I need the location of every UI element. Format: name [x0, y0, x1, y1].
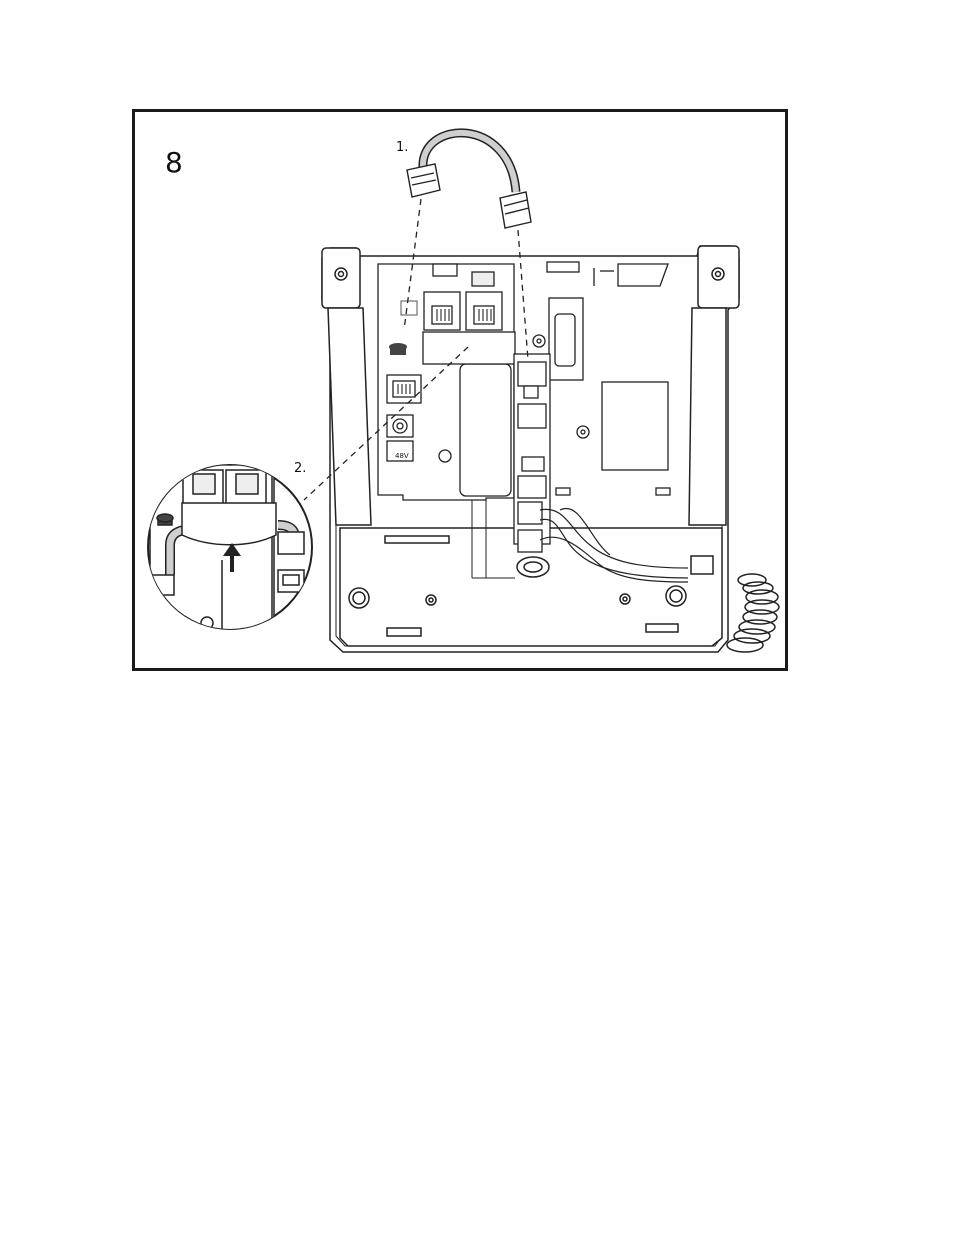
- coiled-cord: [727, 574, 779, 652]
- callout-one: 1.: [396, 140, 408, 155]
- port-panel: [378, 264, 515, 500]
- callout-two: 2.: [294, 461, 306, 476]
- power-label: 48V: [395, 452, 409, 460]
- zoom-inset: [148, 465, 312, 640]
- ethernet-cable: [407, 133, 531, 228]
